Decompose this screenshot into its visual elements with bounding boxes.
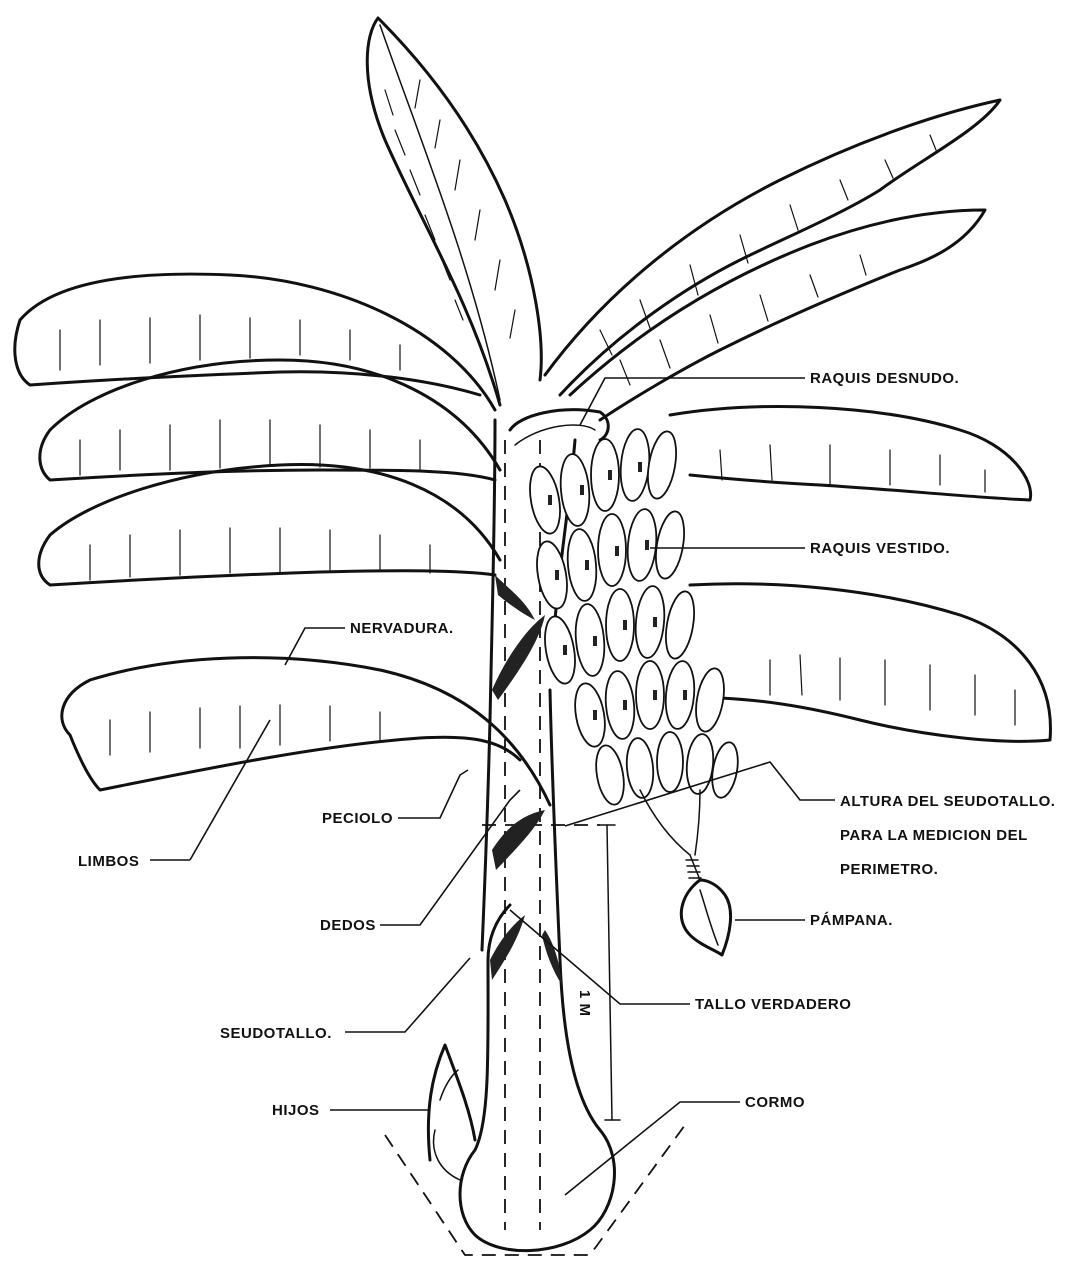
- leaf-right-bottom: [690, 584, 1050, 742]
- label-seudotallo: SEUDOTALLO.: [220, 1025, 332, 1042]
- leaf-left-second: [40, 360, 500, 480]
- leaf-left-bottom: [62, 658, 550, 805]
- label-limbos: LIMBOS: [78, 853, 139, 870]
- label-nervadura: NERVADURA.: [350, 620, 454, 637]
- label-altura-line3: PERIMETRO.: [840, 861, 938, 878]
- measurement-label: 1 M: [576, 990, 593, 1017]
- hand-5: [592, 732, 742, 807]
- leaf-upper-right: [545, 100, 1000, 395]
- leaf-right-lower: [670, 407, 1031, 500]
- label-raquis-desnudo: RAQUIS DESNUDO.: [810, 370, 959, 387]
- label-dedos: DEDOS: [320, 917, 376, 934]
- label-peciolo: PECIOLO: [322, 810, 393, 827]
- label-raquis-vestido: RAQUIS VESTIDO.: [810, 540, 950, 557]
- male-bud-pampana: [681, 855, 730, 955]
- banana-bunch: [525, 428, 741, 855]
- label-pampana: PÁMPANA.: [810, 912, 893, 929]
- leaf-left-third: [39, 464, 500, 585]
- label-altura-line1: ALTURA DEL SEUDOTALLO.: [840, 793, 1055, 810]
- label-tallo-verdadero: TALLO VERDADERO: [695, 996, 851, 1013]
- leaf-left-top: [15, 274, 495, 410]
- label-hijos: HIJOS: [272, 1102, 320, 1119]
- hand-1: [525, 428, 680, 536]
- label-cormo: CORMO: [745, 1094, 805, 1111]
- label-altura-line2: PARA LA MEDICION DEL: [840, 827, 1028, 844]
- leaf-top-center: [367, 18, 541, 405]
